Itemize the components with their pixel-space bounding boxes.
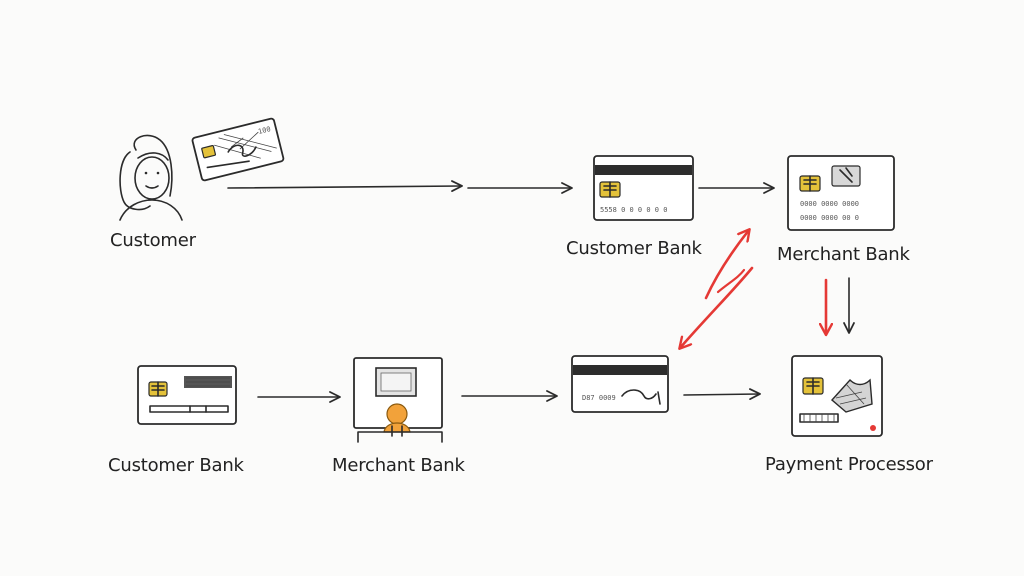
red-arrow-down-left-icon [680, 266, 754, 348]
credit-card-icon: 5558 0 0 0 0 0 0 [593, 155, 694, 221]
credit-card-icon [791, 355, 883, 437]
svg-text:D87 0009: D87 0009 [582, 394, 616, 402]
arrow-right-icon [227, 180, 463, 192]
svg-text:100: 100 [257, 125, 271, 136]
svg-text:0000 0000 0000: 0000 0000 0000 [800, 200, 859, 208]
customer-bank-bottom-label: Customer Bank [108, 455, 244, 476]
credit-card-icon: 100 [191, 117, 285, 182]
credit-card-icon: 0000 0000 0000 0000 0000 00 0 [787, 155, 895, 231]
customer-label: Customer [110, 230, 196, 251]
credit-card-icon: D87 0009 [571, 355, 669, 413]
customer-bank-top-label: Customer Bank [566, 238, 702, 259]
arrow-right-icon [683, 388, 761, 401]
merchant-bank-bottom-label: Merchant Bank [332, 455, 465, 476]
svg-text:5558 0 0 0 0 0 0: 5558 0 0 0 0 0 0 [600, 206, 667, 214]
credit-card-icon [137, 365, 237, 425]
svg-text:0000 0000 00 0: 0000 0000 00 0 [800, 214, 859, 222]
merchant-bank-top-label: Merchant Bank [777, 244, 910, 265]
customer-person-icon [119, 134, 183, 221]
red-arrow-up-icon [704, 230, 749, 300]
monitor-icon [353, 357, 443, 443]
red-arrow-diagonal-icon [716, 268, 746, 294]
payment-processor-label: Payment Processor [765, 454, 933, 475]
